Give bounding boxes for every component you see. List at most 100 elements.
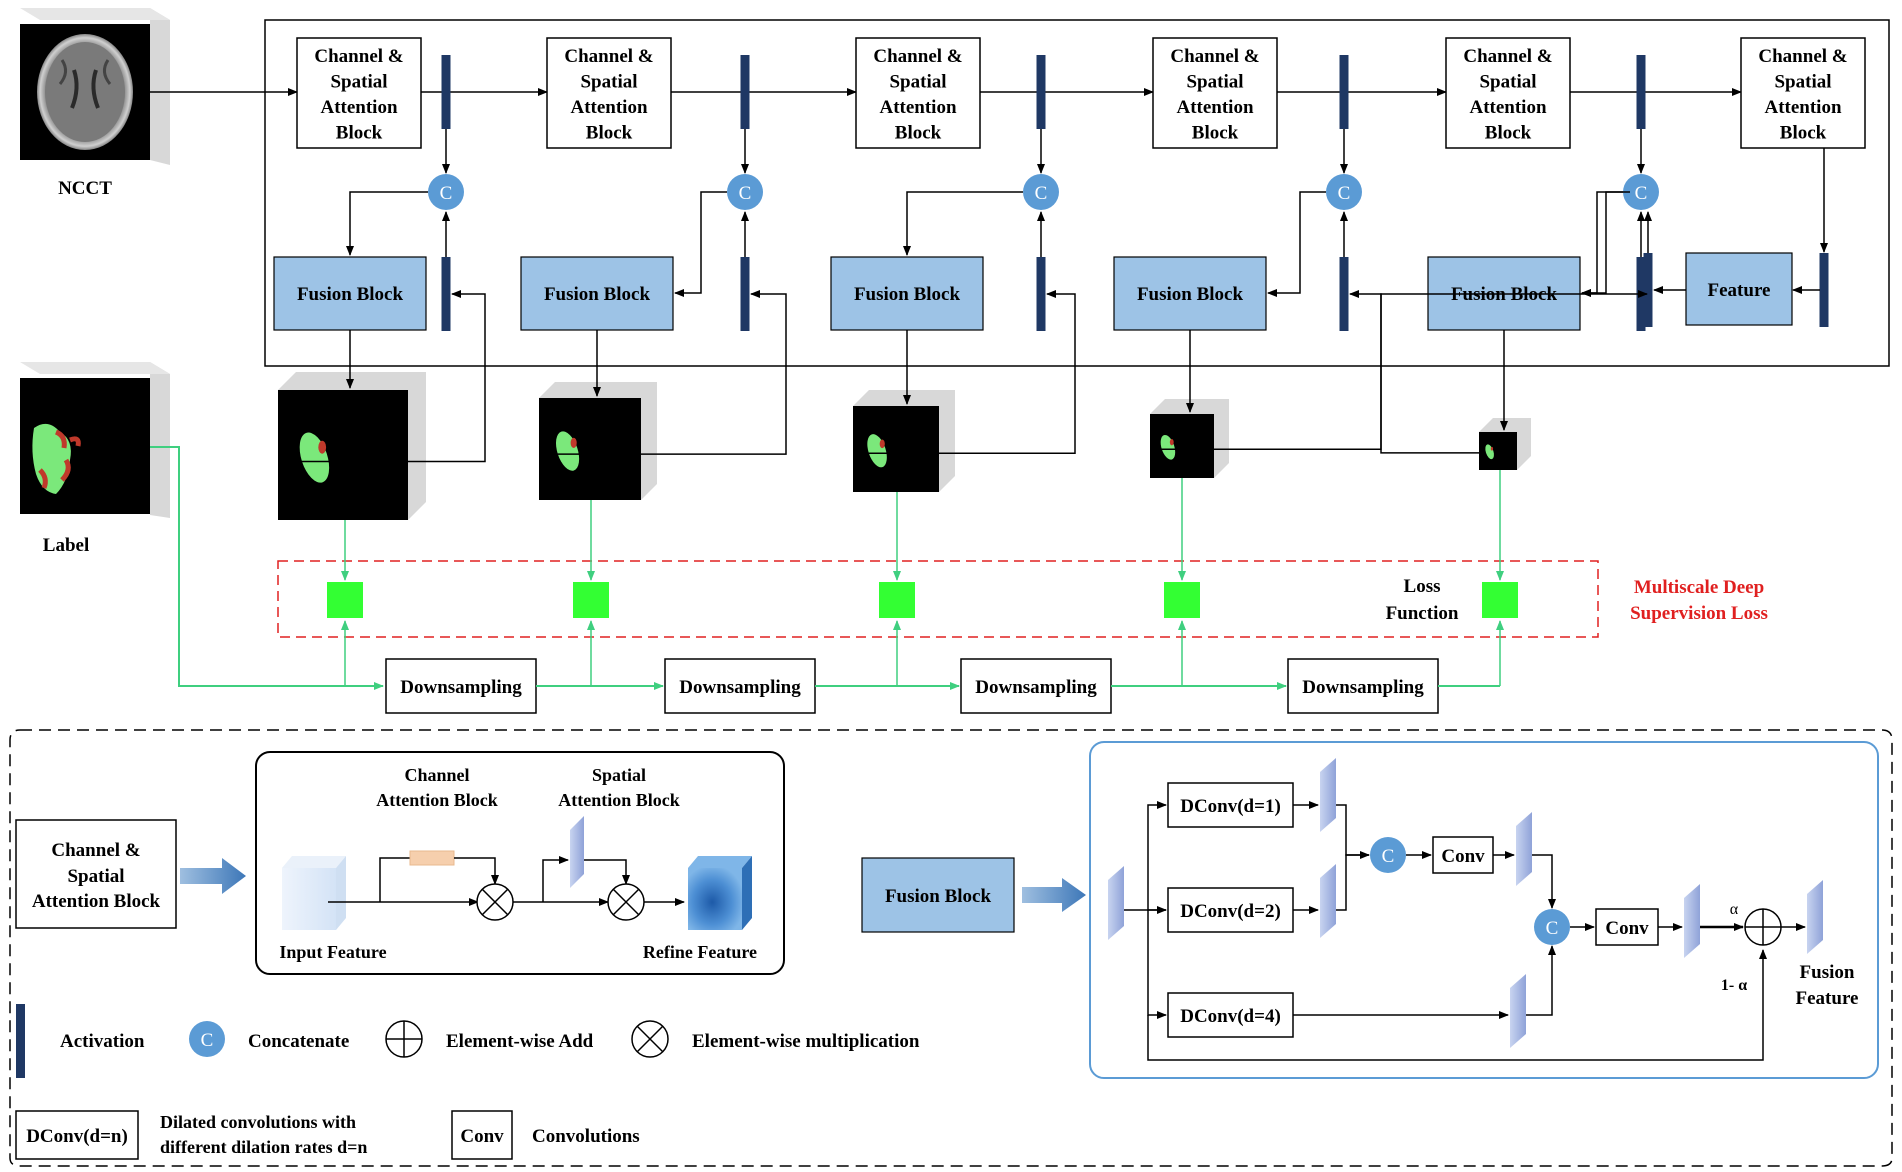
output-map-4-lesion-red <box>1169 438 1174 446</box>
csab-block-6-line3: Attention <box>1764 97 1841 118</box>
downsampling-block-2-label: Downsampling <box>679 677 801 698</box>
fusion-concat-b <box>1534 909 1570 945</box>
dconv1-plate <box>1320 758 1336 832</box>
output-map-4 <box>1150 414 1214 478</box>
dconv-desc-line2: different dilation rates d=n <box>160 1137 367 1157</box>
concatenate-legend-symbol: C <box>201 1030 214 1051</box>
loss-square-4 <box>1164 582 1200 618</box>
csab-block-4-line4: Block <box>1192 123 1239 144</box>
activation-bar-bottom-4 <box>1339 257 1349 331</box>
csab-block-5-line2: Spatial <box>1479 72 1536 93</box>
feature-block-label: Feature <box>1708 280 1771 301</box>
conv-a-to-concat-b <box>1532 854 1556 909</box>
feature-block <box>1685 252 1793 326</box>
supervision-title-line2: Supervision Loss <box>1630 603 1768 624</box>
concat-to-fusion-1 <box>346 191 428 256</box>
activation-bar-top-2 <box>740 55 750 129</box>
output-map-1 <box>278 390 408 520</box>
fusion-block-1-label: Fusion Block <box>297 284 404 305</box>
dconv-desc-line1: Dilated convolutions with <box>160 1112 356 1132</box>
conv-a-box-label: Conv <box>1441 846 1485 867</box>
csab-detail-box <box>255 751 785 975</box>
loss-region <box>277 560 1599 638</box>
activation-bar-bottom-2 <box>740 257 750 331</box>
concat-icon-1-symbol: C <box>440 183 453 204</box>
fusion-block-2 <box>520 256 674 331</box>
csab-block-6-line4: Block <box>1780 123 1827 144</box>
refine-feature-cube <box>688 856 752 930</box>
multiply-legend-label: Element-wise multiplication <box>692 1031 920 1052</box>
concat-to-fusion-5 <box>1581 191 1623 297</box>
activation-bar-bottom-3 <box>1036 257 1046 331</box>
fusion-split-bottom <box>1147 910 1167 1019</box>
activation-bar-feature-out <box>1643 253 1653 327</box>
csab-block-5 <box>1445 37 1571 149</box>
csab-legend-box <box>15 819 177 929</box>
supervision-title-line1: Multiscale Deep <box>1634 577 1764 598</box>
output-map-5-lesion-red <box>1490 446 1494 451</box>
csab-block-6 <box>1740 37 1866 149</box>
fusion-block-4 <box>1113 256 1267 331</box>
concat-icon-3 <box>1023 174 1059 210</box>
output-map-2-lesion-red <box>570 437 577 448</box>
conv-a-plate <box>1516 812 1532 886</box>
concat-to-fusion-3 <box>903 191 1023 256</box>
conv-legend-label: Conv <box>460 1126 504 1147</box>
concat-icon-3-symbol: C <box>1035 183 1048 204</box>
network-frame <box>264 19 1890 367</box>
fusion-concat-a-symbol: C <box>1382 846 1395 867</box>
map-skip-link-3 <box>853 290 1076 455</box>
conv-a-box <box>1432 836 1494 874</box>
csab-block-5-line1: Channel & <box>1463 46 1552 67</box>
csab-block-4-line3: Attention <box>1176 97 1253 118</box>
activation-bar-feature-in <box>1819 253 1829 327</box>
csab-block-1-line2: Spatial <box>330 72 387 93</box>
concatenate-legend-icon <box>189 1021 225 1057</box>
conv-b-box-label: Conv <box>1605 918 1649 939</box>
concat-to-fusion-2 <box>674 191 727 297</box>
activation-legend-icon <box>16 1004 25 1078</box>
csab-legend-line2: Spatial <box>67 866 124 887</box>
downsampling-block-4-label: Downsampling <box>1302 677 1424 698</box>
dconv4-box-label: DConv(d=4) <box>1180 1006 1281 1027</box>
fusion-block-3 <box>830 256 984 331</box>
concat-a-in-bottom <box>1336 851 1370 911</box>
csab-block-3-line4: Block <box>895 123 942 144</box>
fusion-block-4-label: Fusion Block <box>1137 284 1244 305</box>
loss-square-1 <box>327 582 363 618</box>
downsampling-block-3 <box>960 658 1112 714</box>
csab-block-1-line1: Channel & <box>314 46 403 67</box>
csab-block-2-line4: Block <box>586 123 633 144</box>
activation-bar-top-3 <box>1036 55 1046 129</box>
map-skip-link-1 <box>278 290 486 463</box>
channel-attention-bar <box>409 850 455 866</box>
downsampling-block-3-label: Downsampling <box>975 677 1097 698</box>
concat-to-fusion-4 <box>1267 191 1326 297</box>
concat-icon-5 <box>1623 174 1659 210</box>
concat-a-in-top <box>1336 804 1369 856</box>
csab-line-sa <box>542 856 569 902</box>
multiply-icon-2 <box>607 883 645 921</box>
csab-block-5-line4: Block <box>1485 123 1532 144</box>
ncct-image <box>20 8 170 165</box>
spatial-attention-plate <box>570 816 584 888</box>
fusion-expand-arrow <box>1022 878 1086 912</box>
csab-block-1-line4: Block <box>336 123 383 144</box>
dconv-legend-label: DConv(d=n) <box>26 1126 128 1147</box>
csab-block-1-line3: Attention <box>320 97 397 118</box>
csab-block-3-line3: Attention <box>879 97 956 118</box>
input-feature-label: Input Feature <box>279 942 386 962</box>
fusion-feature-plate <box>1807 880 1823 954</box>
dconv1-box-label: DConv(d=1) <box>1180 796 1281 817</box>
channel-attention-line2: Attention Block <box>376 790 498 810</box>
csab-block-3 <box>855 37 981 149</box>
map-skip-link-2 <box>539 290 787 455</box>
loss-function-line1: Loss <box>1404 576 1441 597</box>
fusion-detail-box <box>1089 741 1879 1079</box>
csab-block-2-line2: Spatial <box>580 72 637 93</box>
legend-frame <box>9 729 1893 1167</box>
csab-legend-line3: Attention Block <box>32 891 161 912</box>
fusion-feature-line1: Fusion <box>1800 962 1855 983</box>
fusion-add-cross <box>1745 909 1781 945</box>
downsampling-block-2 <box>664 658 816 714</box>
